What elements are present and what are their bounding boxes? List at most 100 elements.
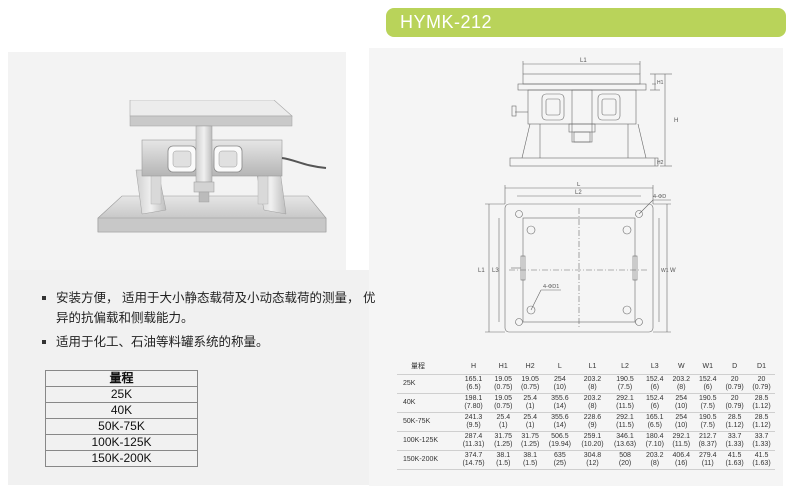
spec-value-mm: 506.5 (551, 432, 569, 440)
spec-value-cell: 33.7(1.33) (748, 431, 775, 451)
spec-value-mm: 190.5 (698, 413, 717, 421)
spec-value-inch: (8) (650, 459, 660, 467)
spec-value-cell: 355.6(14) (543, 393, 577, 413)
spec-value-inch: (19.94) (548, 440, 571, 448)
spec-value-mm: 355.6 (551, 394, 569, 402)
spec-value-cell: 25.4(1) (516, 412, 544, 432)
spec-value-inch: (7.5) (617, 383, 633, 391)
dim-label-h: H (674, 118, 678, 124)
spec-value-mm: 254 (554, 375, 566, 383)
dim-label-l3: L3 (492, 268, 499, 274)
spec-value-cell: 203.2(8) (668, 374, 695, 394)
spec-value-mm: 25.4 (523, 413, 537, 421)
spec-value-cell: 279.4(11) (694, 450, 722, 470)
spec-col-header: W1 (694, 360, 722, 375)
bullet-icon (42, 296, 46, 300)
spec-value-cell: 41.5(1.63) (721, 450, 749, 470)
spec-value-inch: (1) (525, 421, 535, 429)
spec-value-cell: 635(25) (543, 450, 577, 470)
spec-value-mm: 203.2 (583, 375, 602, 383)
bullet-icon (42, 340, 46, 344)
dim-label-phi-d1: 4-ΦD1 (543, 284, 559, 290)
plan-view-drawing: L L2 L1 L3 W W1 4-ΦD 4-ΦD1 (478, 182, 676, 333)
spec-value-mm: 38.1 (496, 451, 511, 459)
spec-value-cell: 165.1(6.5) (457, 374, 490, 394)
spec-col-header: L1 (576, 360, 609, 375)
spec-value-inch: (0.75) (521, 383, 540, 391)
spec-value-mm: 203.2 (646, 451, 664, 459)
spec-value-inch: (1.25) (494, 440, 513, 448)
spec-capacity-cell: 150K-200K (397, 450, 458, 470)
dim-label-h2: H2 (657, 160, 664, 166)
spec-value-mm: 165.1 (646, 413, 664, 421)
spec-value-inch: (0.79) (725, 402, 744, 410)
spec-value-cell: 374.7(14.75) (457, 450, 490, 470)
spec-value-cell: 19.05(0.75) (516, 374, 544, 394)
spec-value-cell: 203.2(8) (576, 374, 609, 394)
spec-value-cell: 406.4(16) (668, 450, 695, 470)
spec-value-inch: (0.79) (725, 383, 744, 391)
spec-value-mm: 190.5 (698, 394, 717, 402)
spec-value-cell: 41.5(1.63) (748, 450, 775, 470)
spec-value-cell: 254(10) (668, 393, 695, 413)
spec-value-mm: 292.1 (616, 394, 634, 402)
spec-value-cell: 506.5(19.94) (543, 431, 577, 451)
spec-value-mm: 31.75 (494, 432, 513, 440)
spec-value-mm: 25.4 (523, 394, 537, 402)
spec-value-mm: 152.4 (646, 394, 664, 402)
spec-value-inch: (10) (675, 402, 688, 410)
spec-value-cell: 203.2(8) (641, 450, 669, 470)
spec-value-inch: (10) (675, 421, 688, 429)
spec-value-inch: (0.79) (752, 383, 771, 391)
spec-value-cell: 190.5(7.5) (608, 374, 642, 394)
spec-value-inch: (14.75) (462, 459, 485, 467)
feature-text: 适用于化工、石油等料罐系统的称量。 (56, 335, 269, 349)
spec-value-cell: 254(10) (668, 412, 695, 432)
spec-col-header: L3 (641, 360, 669, 375)
spec-value-cell: 19.05(0.75) (489, 393, 517, 413)
spec-value-cell: 33.7(1.33) (721, 431, 749, 451)
spec-value-mm: 25.4 (496, 413, 511, 421)
spec-value-inch: (0.75) (494, 383, 513, 391)
spec-col-header: D1 (748, 360, 775, 375)
spec-capacity-cell: 100K-125K (397, 431, 458, 451)
spec-value-mm: 374.7 (464, 451, 483, 459)
range-cell: 100K-125K (45, 434, 198, 451)
spec-value-mm: 508 (619, 451, 631, 459)
spec-value-inch: (1) (525, 402, 535, 410)
feature-text: 安装方便， 适用于大小静态载荷及小动态载荷的测量， 优异的抗偏载和侧载能力。 (56, 291, 376, 325)
spec-value-inch: (1.12) (725, 421, 744, 429)
spec-value-inch: (11.31) (462, 440, 485, 448)
spec-value-cell: 25.4(1) (516, 393, 544, 413)
spec-value-cell: 190.5(7.5) (694, 393, 722, 413)
spec-col-header: D (721, 360, 749, 375)
spec-value-mm: 635 (554, 451, 566, 459)
range-cell: 50K-75K (45, 418, 198, 435)
dim-label-l1-plan: L1 (478, 268, 485, 274)
spec-value-mm: 152.4 (698, 375, 717, 383)
range-cell: 40K (45, 402, 198, 419)
spec-value-inch: (1.25) (521, 440, 540, 448)
load-cell-module-image (97, 100, 327, 233)
spec-value-inch: (20) (618, 459, 632, 467)
range-cell: 25K (45, 386, 198, 403)
dim-label-w: W (670, 268, 676, 274)
spec-value-cell: 190.5(7.5) (694, 412, 722, 432)
dim-label-l1: L1 (580, 58, 587, 64)
spec-value-inch: (8.37) (698, 440, 717, 448)
spec-value-cell: 259.1(10.20) (576, 431, 609, 451)
spec-value-cell: 292.1(11.5) (668, 431, 695, 451)
spec-value-cell: 31.75(1.25) (516, 431, 544, 451)
spec-value-mm: 241.3 (464, 413, 483, 421)
spec-value-cell: 28.5(1.12) (721, 412, 749, 432)
spec-value-inch: (1.5) (522, 459, 538, 467)
spec-value-inch: (1.12) (752, 402, 771, 410)
spec-value-inch: (11.5) (616, 402, 634, 410)
spec-value-inch: (6) (703, 383, 713, 391)
spec-value-cell: 304.8(12) (576, 450, 609, 470)
front-elevation-drawing: L1 H H1 H2 (509, 58, 678, 167)
spec-value-mm: 31.75 (521, 432, 539, 440)
spec-value-mm: 304.8 (583, 451, 602, 459)
spec-value-mm: 212.7 (698, 432, 717, 440)
